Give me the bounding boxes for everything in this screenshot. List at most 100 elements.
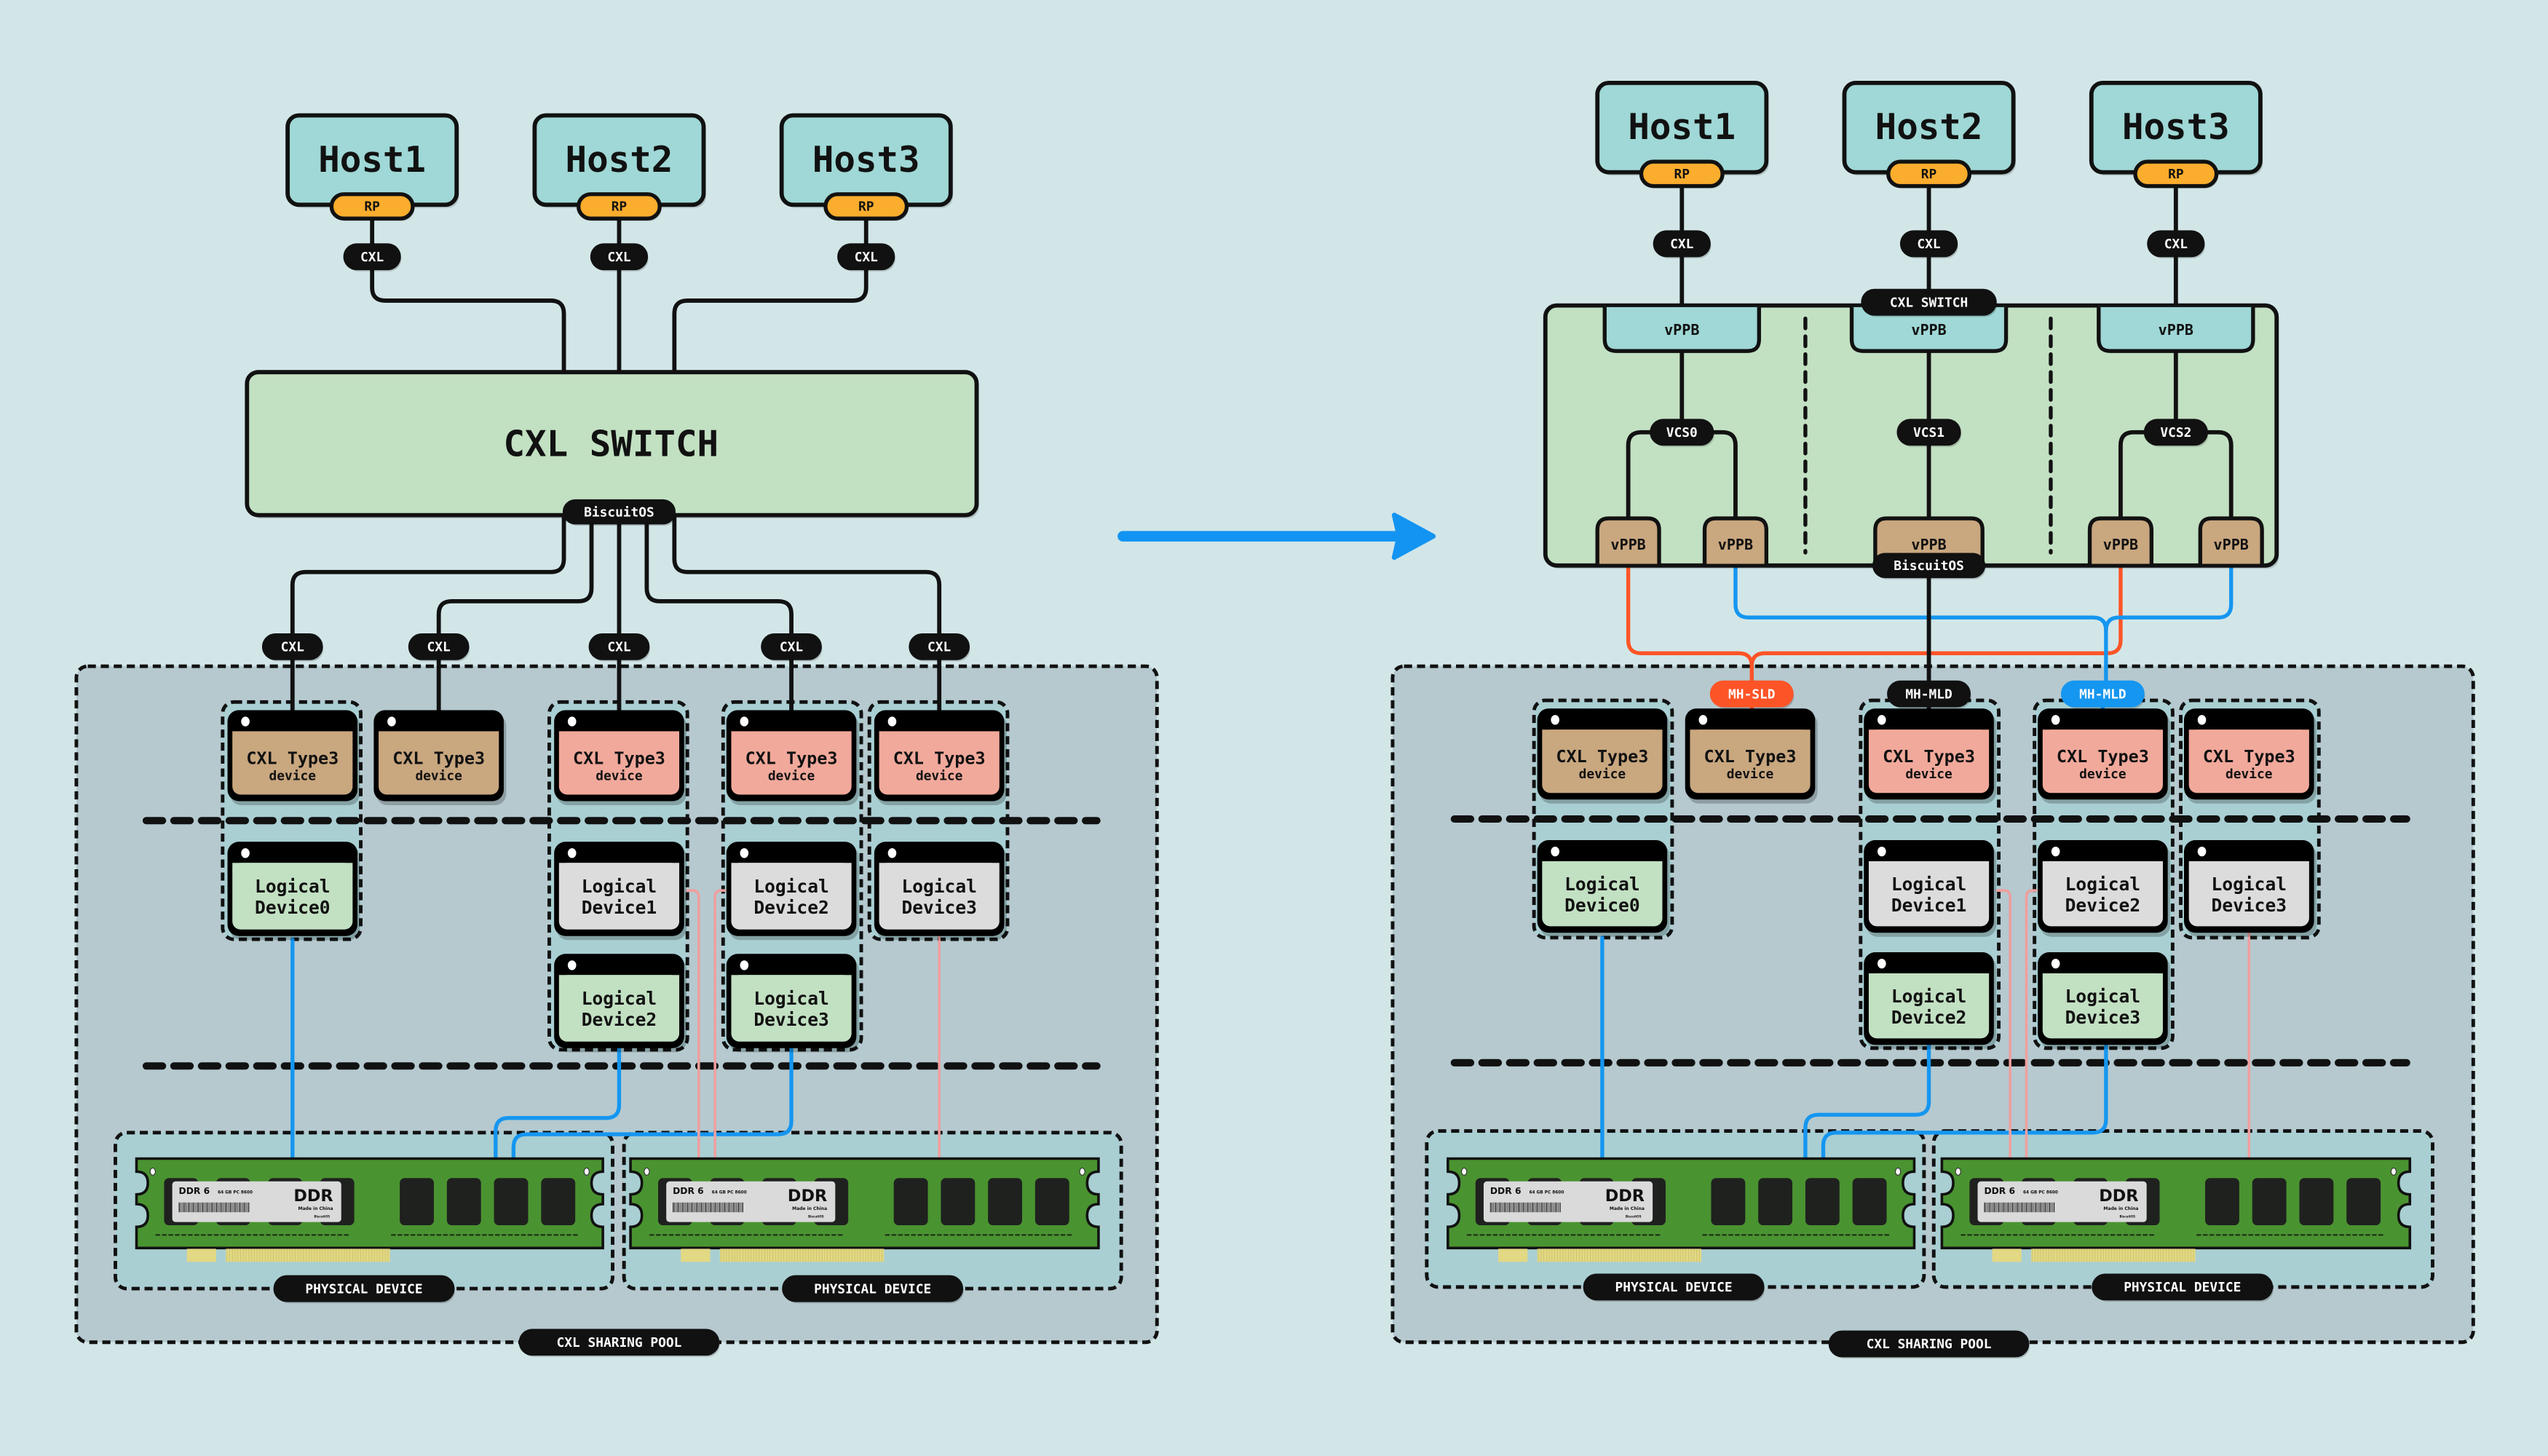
card-body bbox=[879, 863, 1000, 930]
barcode-bar bbox=[195, 1202, 197, 1213]
contact-line bbox=[799, 1249, 801, 1262]
barcode-bar bbox=[1993, 1202, 1995, 1213]
card-subtitle: device bbox=[1579, 767, 1626, 782]
card-body bbox=[1542, 861, 1663, 927]
badge-bg bbox=[1872, 553, 1986, 579]
barcode-bar bbox=[2036, 1202, 2038, 1213]
biscuitos-badge-text: BiscuitOS bbox=[584, 505, 654, 520]
cxl-link-badge-text: CXL bbox=[780, 640, 803, 655]
barcode-bar bbox=[703, 1202, 705, 1213]
pool-label-badge: CXL SHARING POOL bbox=[1828, 1330, 2030, 1359]
cxl-link-badge: CXL bbox=[590, 243, 649, 272]
rp-badge: RP bbox=[823, 192, 909, 221]
mh-device-badge: MH-MLD bbox=[1887, 680, 1971, 709]
contact-line bbox=[2111, 1249, 2112, 1262]
card-title: CXL Type3 bbox=[1883, 746, 1975, 767]
barcode-bar bbox=[2041, 1202, 2042, 1213]
mount-hole-icon bbox=[2390, 1167, 2397, 1176]
rp-badge-text: RP bbox=[858, 199, 874, 215]
vppb-label: vPPB bbox=[1911, 536, 1946, 553]
module-spec: 64 GB PC 8600 bbox=[2023, 1190, 2058, 1195]
badge-bg bbox=[1828, 1330, 2030, 1358]
contact-line bbox=[232, 1249, 233, 1262]
barcode-bar bbox=[1536, 1202, 1538, 1213]
status-led-icon bbox=[2197, 715, 2207, 725]
card-body-top bbox=[1542, 861, 1663, 870]
memory-chip bbox=[1805, 1178, 1840, 1226]
contact-line bbox=[245, 1249, 247, 1262]
card-body-top bbox=[1542, 729, 1663, 738]
contact-line bbox=[1674, 1249, 1676, 1262]
barcode-bar bbox=[245, 1202, 246, 1213]
contact-line bbox=[2108, 1249, 2110, 1262]
contact-line bbox=[2144, 1249, 2145, 1262]
card-title: Logical bbox=[1891, 874, 1966, 895]
host-3-right: Host3 bbox=[2089, 80, 2263, 176]
contact-line bbox=[1685, 1249, 1687, 1262]
card-subtitle: Device3 bbox=[2212, 895, 2287, 916]
badge-bg bbox=[590, 243, 649, 271]
module-maker: BiscuitOS bbox=[314, 1214, 331, 1218]
downstream-vppb bbox=[1595, 516, 1661, 564]
card-subtitle: Device2 bbox=[582, 1009, 657, 1030]
barcode-bar bbox=[702, 1202, 703, 1213]
status-led-icon bbox=[1878, 958, 1886, 969]
badge-bg bbox=[2092, 1273, 2274, 1301]
contact-line bbox=[1554, 1249, 1556, 1262]
mh-device-badge: MH-SLD bbox=[1709, 680, 1795, 709]
card-body-top bbox=[379, 731, 499, 740]
card-subtitle: device bbox=[2079, 767, 2126, 782]
host1-link bbox=[370, 204, 566, 375]
memory-chip bbox=[446, 1178, 481, 1226]
badge-bg bbox=[273, 1275, 455, 1302]
host-1-left: Host1 bbox=[285, 113, 459, 208]
module-origin: Made in China bbox=[2103, 1206, 2138, 1211]
barcode-bar bbox=[1984, 1202, 1985, 1213]
contact-line bbox=[788, 1249, 790, 1262]
card-title: Logical bbox=[1564, 874, 1639, 895]
contact-line bbox=[273, 1249, 274, 1262]
card-title: CXL Type3 bbox=[1556, 746, 1648, 767]
cxl-link-badge: CXL bbox=[761, 633, 823, 662]
contact-line bbox=[2193, 1249, 2194, 1262]
barcode-bar bbox=[1540, 1202, 1543, 1213]
gold-contacts bbox=[1537, 1249, 1702, 1262]
module-brand: DDR bbox=[1605, 1187, 1645, 1206]
barcode-bar bbox=[681, 1202, 684, 1213]
switch-link-3 bbox=[644, 513, 794, 713]
pcb-board bbox=[135, 1157, 604, 1250]
contact-line bbox=[1647, 1249, 1648, 1262]
upstream-vppb bbox=[2097, 306, 2255, 353]
barcode-bar bbox=[728, 1202, 729, 1213]
card-title: Logical bbox=[753, 988, 828, 1009]
contact-line bbox=[352, 1249, 353, 1262]
contact-line bbox=[2141, 1249, 2143, 1262]
contact-line bbox=[1698, 1249, 1700, 1262]
status-led-icon bbox=[241, 716, 250, 727]
module-origin: Made in China bbox=[1610, 1206, 1645, 1211]
barcode-bar bbox=[218, 1202, 220, 1213]
barcode-bar bbox=[1521, 1202, 1522, 1213]
contact-line bbox=[1584, 1249, 1586, 1262]
cxl-link-badge-text: CXL bbox=[2164, 237, 2188, 252]
contact-line bbox=[1548, 1249, 1550, 1262]
barcode-bar bbox=[1556, 1202, 1557, 1213]
pool-label-badge-text: CXL SHARING POOL bbox=[1867, 1337, 1992, 1352]
rp-badge-text: RP bbox=[612, 199, 628, 215]
physical-device-badge-text: PHYSICAL DEVICE bbox=[1615, 1280, 1733, 1295]
contact-line bbox=[2119, 1249, 2121, 1262]
mh-device-badge: MH-MLD bbox=[2060, 680, 2145, 709]
barcode-bar bbox=[1496, 1202, 1497, 1213]
contact-line bbox=[810, 1249, 812, 1262]
barcode-bar bbox=[226, 1202, 228, 1213]
contact-line bbox=[251, 1249, 252, 1262]
contact-line bbox=[1693, 1249, 1695, 1262]
badge-bg bbox=[518, 1329, 720, 1356]
badge-bg bbox=[761, 633, 822, 660]
barcode-bar bbox=[181, 1202, 183, 1213]
card-subtitle: device bbox=[768, 768, 815, 783]
status-led-icon bbox=[2051, 846, 2060, 857]
barcode-bar bbox=[1554, 1202, 1556, 1213]
